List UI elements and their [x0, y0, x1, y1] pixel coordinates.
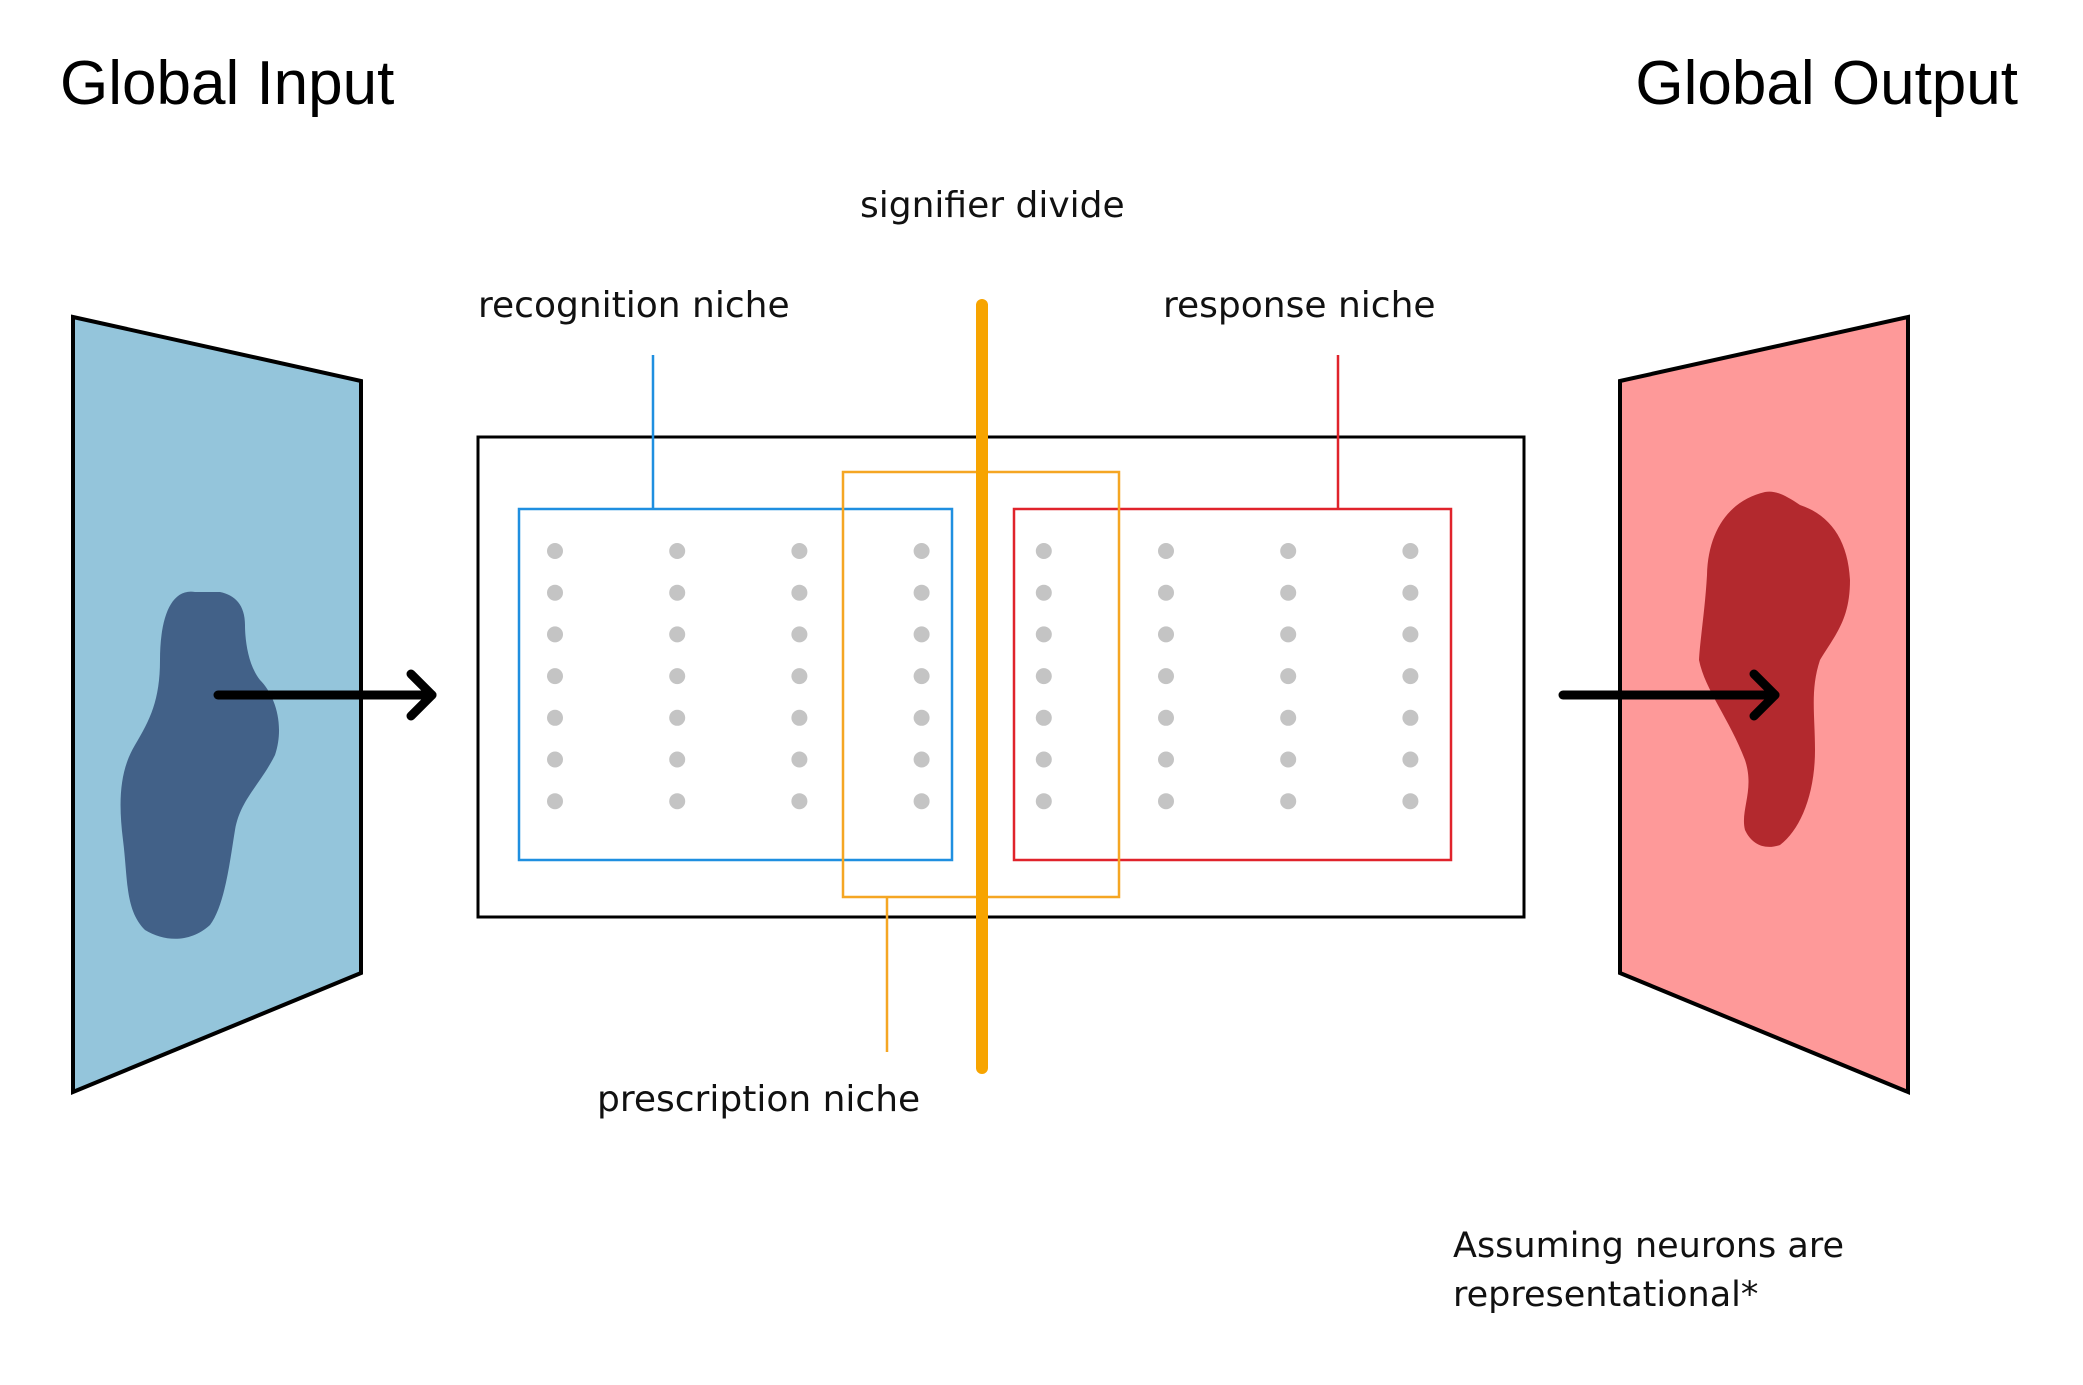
neuron-dot [791, 709, 808, 726]
global-input-panel [71, 314, 363, 1095]
neuron-dot [547, 793, 563, 810]
neuron-dot [1158, 668, 1174, 685]
neuron-dot [791, 751, 808, 768]
neuron-dot [669, 543, 686, 559]
neuron-dot [1280, 751, 1297, 768]
assumption-note-line1: Assuming neurons are [1453, 1226, 1844, 1266]
neuron-dot [1402, 543, 1419, 559]
neuron-dot [1402, 626, 1419, 643]
neuron-dot [1035, 751, 1052, 768]
neuron-dot [913, 543, 930, 559]
neuron-dot [791, 793, 808, 810]
neuron-dot [791, 584, 808, 601]
neuron-dot [547, 709, 563, 726]
network-frame [476, 435, 1526, 919]
response-niche-box [1012, 507, 1453, 862]
output-arrow [1558, 669, 1780, 721]
response-niche: response niche [1012, 285, 1453, 862]
neuron-dot [547, 751, 563, 768]
neuron-dot [547, 584, 563, 601]
neuron-dot [1158, 584, 1174, 601]
response-niche-label: response niche [1163, 285, 1436, 326]
neuron-dot [669, 751, 686, 768]
neuron-dot [669, 584, 686, 601]
neuron-dot [913, 626, 930, 643]
input-arrow [213, 669, 437, 721]
neuron-dot [547, 668, 563, 685]
assumption-note-line2: representational* [1453, 1275, 1758, 1315]
recognition-niche-label: recognition niche [478, 285, 790, 326]
neuron-dot [1280, 626, 1297, 643]
global-output-title: Global Output [1635, 49, 2018, 118]
input-blob [120, 591, 280, 939]
neuron-dot [1280, 668, 1297, 685]
recognition-niche: recognition niche [478, 285, 954, 862]
neuron-dot [1280, 793, 1297, 810]
neuron-dot [913, 793, 930, 810]
neuron-dot [1158, 751, 1174, 768]
neuron-dot [1280, 543, 1297, 559]
neuron-dot [547, 543, 563, 559]
neuron-dot [1158, 543, 1174, 559]
neuron-dot [1402, 751, 1419, 768]
neuron-dot [1158, 793, 1174, 810]
neuron-dot [1402, 584, 1419, 601]
global-input-title: Global Input [60, 49, 394, 118]
neuron-dot [1035, 626, 1052, 643]
neuron-dot [669, 793, 686, 810]
signifier-divide: signifier divide [860, 185, 1125, 1074]
output-blob [1699, 491, 1850, 847]
neuron-dot [1402, 668, 1419, 685]
recognition-niche-box [517, 507, 954, 862]
neuron-dot [791, 668, 808, 685]
neuron-dot [1035, 709, 1052, 726]
neuron-dot [1280, 584, 1297, 601]
neuron-dot [791, 626, 808, 643]
neuron-dot [913, 584, 930, 601]
neuron-dot [1158, 709, 1174, 726]
neuron-dot [1158, 626, 1174, 643]
neuron-dot [791, 543, 808, 559]
neuron-dot [669, 668, 686, 685]
neuron-dot [1035, 668, 1052, 685]
neuron-dot [1035, 793, 1052, 810]
neuron-dot [1035, 584, 1052, 601]
neuron-dot [913, 709, 930, 726]
neuron-dot [547, 626, 563, 643]
neuron-dot [913, 751, 930, 768]
neuron-dot [913, 668, 930, 685]
neuron-dot [1402, 793, 1419, 810]
signifier-divide-label: signifier divide [860, 185, 1125, 226]
assumption-note: Assuming neurons are representational* [1453, 1226, 1844, 1315]
neuron-grid [547, 543, 1419, 810]
neuron-dot [669, 709, 686, 726]
neuron-dot [1402, 709, 1419, 726]
neuron-dot [669, 626, 686, 643]
prescription-niche-label: prescription niche [597, 1079, 920, 1120]
neuron-dot [1035, 543, 1052, 559]
neuron-dot [1280, 709, 1297, 726]
